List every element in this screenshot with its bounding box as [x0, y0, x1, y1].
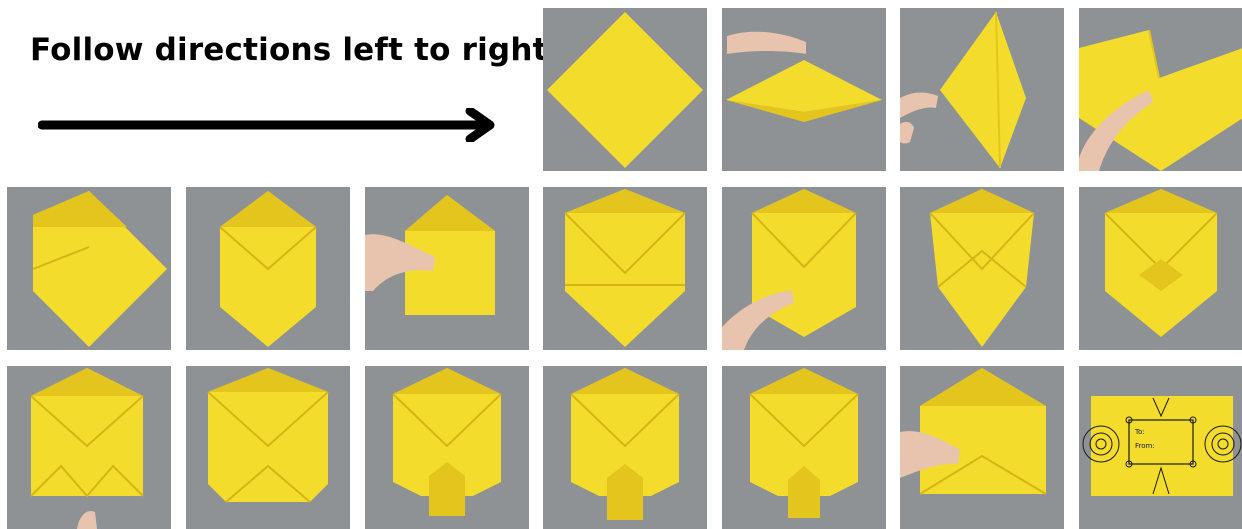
- step-photo-svg: [900, 8, 1064, 171]
- step-photo-svg: To: From:: [1079, 366, 1242, 529]
- step-photo-svg: [900, 366, 1064, 529]
- step-photo-svg: [722, 366, 886, 529]
- step-8-photo: [543, 187, 707, 350]
- step-7-photo: [365, 187, 529, 350]
- step-11-photo: [1079, 187, 1242, 350]
- step-12-photo: [7, 366, 171, 529]
- step-photo-svg: [722, 187, 886, 350]
- step-15-photo: [543, 366, 707, 529]
- step-photo-svg: [722, 8, 886, 171]
- step-photo-svg: [1079, 187, 1242, 350]
- step-6-photo: [186, 187, 350, 350]
- step-10-photo: [900, 187, 1064, 350]
- step-9-photo: [722, 187, 886, 350]
- step-photo-svg: [543, 8, 707, 171]
- step-16-photo: [722, 366, 886, 529]
- step-14-photo: [365, 366, 529, 529]
- step-13-photo: [186, 366, 350, 529]
- step-photo-svg: [365, 187, 529, 350]
- step-photo-svg: [7, 366, 171, 529]
- step-photo-svg: [900, 187, 1064, 350]
- step-4-photo: [1079, 8, 1242, 171]
- envelope-from-label: From:: [1135, 442, 1155, 450]
- step-photo-svg: [1079, 8, 1242, 171]
- step-photo-svg: [186, 187, 350, 350]
- step-photo-svg: [365, 366, 529, 529]
- step-18-photo: To: From:: [1079, 366, 1242, 529]
- step-2-photo: [722, 8, 886, 171]
- envelope-to-label: To:: [1134, 428, 1145, 436]
- step-17-photo: [900, 366, 1064, 529]
- step-photo-svg: [543, 187, 707, 350]
- step-5-photo: [7, 187, 171, 350]
- step-1-photo: [543, 8, 707, 171]
- step-photo-svg: [186, 366, 350, 529]
- step-3-photo: [900, 8, 1064, 171]
- step-photo-svg: [7, 187, 171, 350]
- right-arrow-icon: [38, 108, 498, 142]
- step-photo-svg: [543, 366, 707, 529]
- page-title: Follow directions left to right: [30, 32, 548, 68]
